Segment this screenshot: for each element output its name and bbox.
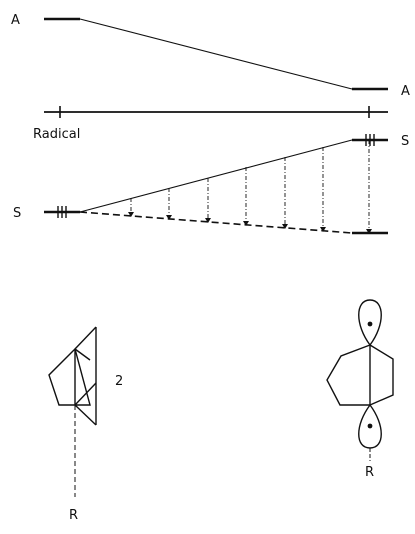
stabilization-arrows [130, 140, 370, 232]
arrow-head-1 [128, 212, 134, 217]
cyclopentane-ring [48, 347, 91, 406]
arrow-head-4 [243, 221, 249, 226]
arrow-head-7 [366, 229, 372, 234]
arrow-head-3 [205, 218, 211, 223]
label-r-right: R [365, 465, 374, 480]
arrow-head-6 [320, 227, 326, 232]
orbital-lobe-top [358, 299, 382, 347]
energy-level-diagram [44, 17, 388, 235]
radical-dot-bottom [367, 423, 373, 429]
label-a-right: A [401, 84, 410, 99]
label-radical: Radical [33, 127, 80, 142]
bond-right-top [74, 382, 97, 406]
bond-bridge-up [74, 326, 97, 350]
label-s-right: S [401, 134, 409, 149]
label-r-left: R [69, 508, 78, 523]
structure-orbital [326, 299, 394, 461]
arrow-heads [128, 212, 372, 234]
dashed-correlation-line [79, 211, 353, 234]
left-ring [326, 344, 371, 406]
radical-dot-top [367, 321, 373, 327]
correlation-line-s [79, 139, 353, 213]
right-ring [369, 344, 394, 406]
arrow-head-5 [282, 224, 288, 229]
structure-2 [48, 326, 97, 497]
label-a-left: A [11, 13, 20, 28]
bond-right-ring [74, 404, 97, 426]
bond-top-fusion [74, 348, 91, 361]
correlation-line-a [79, 18, 353, 90]
arrow-head-2 [166, 215, 172, 220]
label-s-left: S [13, 206, 21, 221]
compound-number-2: 2 [115, 374, 123, 389]
